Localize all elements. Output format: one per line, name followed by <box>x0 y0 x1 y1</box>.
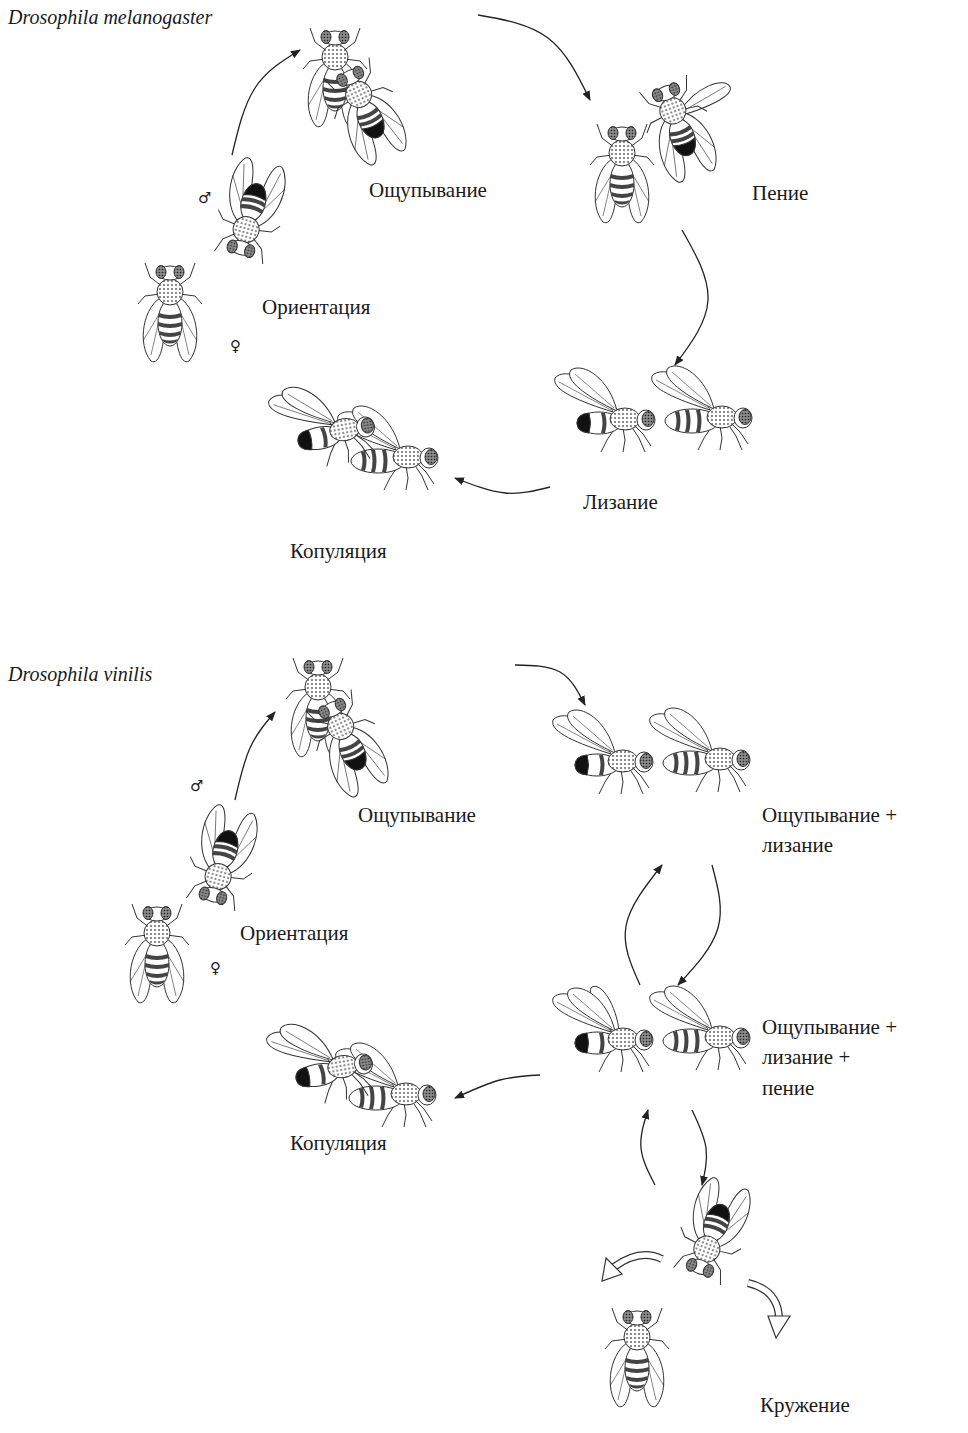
transition-arrow <box>678 865 720 985</box>
fly-pair <box>555 366 752 452</box>
fly-pair <box>265 1011 436 1127</box>
female-fly <box>125 904 189 1003</box>
female-fly <box>605 1308 669 1407</box>
male-fly <box>299 687 399 804</box>
stage-label: Копуляция <box>290 1128 387 1158</box>
sex-symbol: ♂ <box>190 778 203 795</box>
stage-node: Копуляция <box>250 1025 455 1162</box>
fly-pair <box>590 62 755 222</box>
stage-label: Пение <box>752 178 808 208</box>
fly-pair <box>267 374 438 490</box>
transition-arrow <box>455 1075 540 1098</box>
sex-symbol: ♀ <box>210 960 221 977</box>
male-fly <box>265 1011 378 1111</box>
species-name: Drosophila vinilis <box>8 663 152 686</box>
stage-node: Ориентация <box>135 155 395 360</box>
fly-pair <box>303 28 417 171</box>
male-fly <box>267 374 380 474</box>
male-fly <box>317 55 417 172</box>
female-fly <box>336 1043 436 1127</box>
fly-pair <box>605 1173 761 1407</box>
male-fly <box>553 710 653 794</box>
male-fly <box>633 62 755 187</box>
stage-node: Лизание <box>550 365 760 521</box>
stage-node: Пение <box>590 70 815 230</box>
stage-node: Кружение <box>600 1185 885 1425</box>
stage-label: Ориентация <box>240 918 348 948</box>
transition-arrow <box>675 230 708 365</box>
stage-label: Ощупывание + лизание <box>762 800 968 861</box>
male-fly <box>555 368 655 452</box>
stage-node: Ощупывание + лизание + пение <box>540 985 935 1110</box>
female-fly <box>338 406 438 490</box>
female-fly <box>652 366 752 450</box>
transition-arrow <box>625 865 662 985</box>
male-fly <box>667 1173 761 1288</box>
transition-arrow <box>641 1110 655 1185</box>
transition-arrow <box>478 15 590 100</box>
female-fly <box>650 708 750 792</box>
fly-pair <box>286 658 399 803</box>
stage-label: Ощупывание <box>358 800 476 830</box>
circling-arrow <box>602 1255 662 1281</box>
fly-pair <box>138 154 295 362</box>
fly-pair <box>125 801 267 1003</box>
fly-pair <box>553 708 750 794</box>
species-name: Drosophila melanogaster <box>8 6 212 29</box>
female-fly <box>138 263 202 362</box>
stage-label: Ощупывание + лизание + пение <box>762 1012 907 1103</box>
stage-label: Кружение <box>760 1390 850 1420</box>
stage-label: Ощупывание <box>369 175 487 205</box>
stage-node: Ощупывание <box>300 15 525 209</box>
transition-arrow <box>515 665 585 705</box>
transition-arrow <box>235 712 275 800</box>
circling-arrow <box>748 1283 790 1338</box>
stage-label: Копуляция <box>290 536 387 566</box>
sex-symbol: ♀ <box>230 338 241 355</box>
female-fly <box>590 124 654 223</box>
stage-node: Ощупывание <box>275 645 515 834</box>
transition-arrow <box>455 478 550 493</box>
stage-node: Копуляция <box>255 395 455 570</box>
sex-symbol: ♂ <box>198 190 211 207</box>
stage-node: Ориентация <box>120 800 390 1005</box>
male-fly <box>180 801 267 913</box>
male-fly <box>208 154 295 266</box>
stage-node: Ощупывание + лизание <box>535 705 968 865</box>
stage-label: Ориентация <box>262 292 370 322</box>
fly-pair <box>553 986 750 1072</box>
stage-label: Лизание <box>583 487 658 517</box>
transition-arrow <box>232 50 300 155</box>
male-fly <box>553 988 653 1072</box>
transition-arrow <box>692 1110 706 1185</box>
female-fly <box>650 986 750 1070</box>
